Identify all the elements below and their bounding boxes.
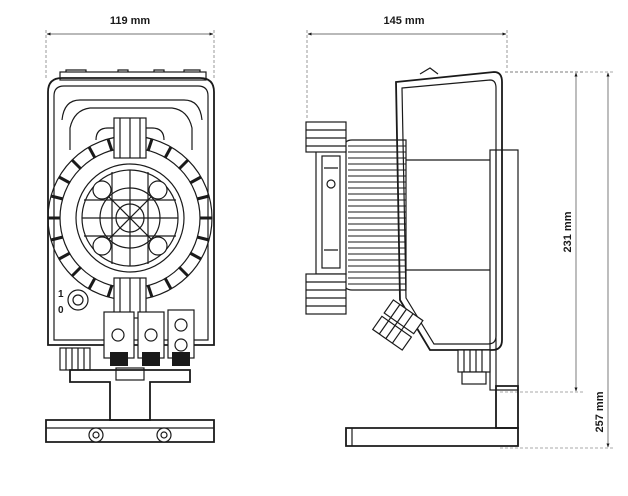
side-cooling-fins: [343, 139, 490, 291]
switch-off-mark: 0: [58, 305, 64, 316]
side-cable-glands: [371, 299, 424, 351]
body-height-label: 231 mm: [562, 211, 574, 252]
dimension-side-depth: 145 mm: [306, 15, 508, 120]
side-inlet-valve: [305, 273, 347, 315]
side-foot-fitting: [457, 349, 491, 385]
side-base-stand: [345, 385, 519, 447]
total-height-label: 257 mm: [594, 391, 606, 432]
front-outlet-valve: [95, 117, 165, 159]
front-base-stand: [45, 369, 215, 443]
side-view: [305, 67, 519, 447]
dimension-front-width: 119 mm: [45, 15, 215, 80]
side-pump-head: [315, 149, 347, 275]
dimension-total-height: 257 mm: [500, 71, 614, 449]
front-pump-head: [75, 163, 185, 273]
front-view: 1 0: [45, 69, 215, 443]
front-foot-fitting: [59, 347, 145, 381]
power-switch: 1 0: [58, 289, 89, 316]
side-depth-label: 145 mm: [384, 15, 425, 27]
side-back-plate: [489, 149, 519, 391]
front-housing: [47, 77, 215, 346]
front-width-label: 119 mm: [110, 15, 151, 27]
switch-on-mark: 1: [58, 289, 64, 300]
pump-head-screws: [92, 180, 168, 256]
side-outlet-valve: [305, 121, 347, 153]
front-cable-glands: [103, 309, 195, 366]
front-top-clip: [59, 69, 207, 81]
side-housing: [395, 71, 503, 351]
